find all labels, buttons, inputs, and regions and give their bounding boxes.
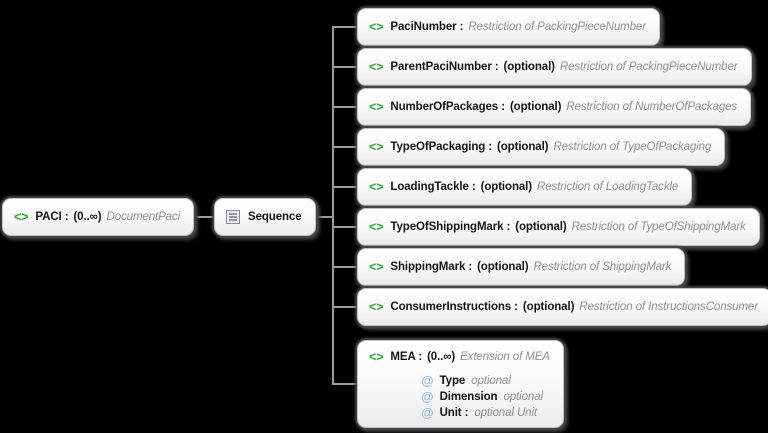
element-icon: <> — [369, 100, 384, 114]
cardinality-label: (0..∞) — [73, 211, 102, 223]
element-node-shippingmark[interactable]: <> ShippingMark : (optional) Restriction… — [357, 248, 686, 286]
cardinality-label: (0..∞) — [427, 351, 456, 363]
element-name: NumberOfPackages : — [390, 101, 505, 113]
element-icon: <> — [369, 300, 384, 314]
element-name: LoadingTackle : — [390, 181, 476, 193]
attribute-icon: @ — [421, 405, 434, 420]
element-name: PACI : — [35, 211, 69, 223]
type-label: Restriction of LoadingTackle — [536, 181, 679, 193]
element-name: PaciNumber : — [390, 21, 464, 33]
attribute-icon: @ — [421, 389, 434, 404]
attribute-name: Type — [439, 375, 466, 387]
attribute-icon: @ — [421, 373, 434, 388]
type-label: Extension of MEA — [460, 351, 550, 363]
element-icon: <> — [369, 20, 384, 34]
type-label: Restriction of NumberOfPackages — [566, 101, 738, 113]
element-node-numberofpackages[interactable]: <> NumberOfPackages : (optional) Restric… — [357, 88, 752, 126]
element-name: ShippingMark : — [390, 261, 473, 273]
type-label: Restriction of TypeOfPackaging — [553, 141, 712, 153]
type-label: Restriction of ShippingMark — [533, 261, 672, 273]
optional-label: (optional) — [480, 181, 532, 193]
element-name: ConsumerInstructions : — [390, 301, 518, 313]
element-icon: <> — [369, 140, 384, 154]
attribute-row-type[interactable]: @ Type optional — [421, 373, 511, 389]
type-label: Restriction of InstructionsConsumer — [579, 301, 758, 313]
attribute-type: optional — [471, 375, 511, 387]
element-node-pacinumber[interactable]: <> PaciNumber : Restriction of PackingPi… — [357, 8, 660, 46]
element-name: TypeOfShippingMark : — [390, 221, 511, 233]
optional-label: (optional) — [509, 101, 562, 113]
element-name: MEA : — [390, 351, 423, 363]
element-name: TypeOfPackaging : — [390, 141, 493, 153]
optional-label: (optional) — [497, 141, 549, 153]
sequence-icon — [226, 210, 240, 224]
element-icon: <> — [369, 350, 384, 364]
element-node-paci[interactable]: <> PACI : (0..∞) DocumentPaci — [2, 198, 195, 236]
attribute-row-unit[interactable]: @ Unit : optional Unit — [421, 405, 537, 421]
element-icon: <> — [14, 210, 29, 224]
element-name: ParentPaciNumber : — [390, 61, 499, 73]
type-label: Restriction of PackingPieceNumber — [559, 61, 738, 73]
type-label: Restriction of PackingPieceNumber — [468, 21, 646, 33]
optional-label: (optional) — [515, 221, 567, 233]
attribute-name: Dimension — [439, 391, 498, 403]
element-icon: <> — [369, 220, 384, 234]
element-node-consumerinstructions[interactable]: <> ConsumerInstructions : (optional) Res… — [357, 288, 768, 326]
type-label: DocumentPaci — [106, 211, 181, 223]
sequence-label: Sequence — [248, 211, 302, 223]
sequence-node[interactable]: Sequence — [214, 198, 316, 236]
optional-label: (optional) — [522, 301, 575, 313]
element-node-typeofpackaging[interactable]: <> TypeOfPackaging : (optional) Restrict… — [357, 128, 726, 166]
attribute-row-dimension[interactable]: @ Dimension optional — [421, 389, 543, 405]
attribute-type: optional Unit — [474, 407, 537, 419]
type-label: Restriction of TypeOfShippingMark — [571, 221, 746, 233]
element-node-mea[interactable]: <> MEA : (0..∞) Extension of MEA @ Type … — [357, 340, 564, 428]
element-icon: <> — [369, 260, 384, 274]
element-node-typeofshippingmark[interactable]: <> TypeOfShippingMark : (optional) Restr… — [357, 208, 760, 246]
element-node-loadingtackle[interactable]: <> LoadingTackle : (optional) Restrictio… — [357, 168, 693, 206]
element-icon: <> — [369, 180, 384, 194]
attribute-type: optional — [503, 391, 543, 403]
mea-header: <> MEA : (0..∞) Extension of MEA — [369, 349, 550, 365]
attribute-name: Unit : — [439, 407, 469, 419]
optional-label: (optional) — [503, 61, 555, 73]
element-node-parentpacinumber[interactable]: <> ParentPaciNumber : (optional) Restric… — [357, 48, 752, 86]
optional-label: (optional) — [477, 261, 529, 273]
element-icon: <> — [369, 60, 384, 74]
